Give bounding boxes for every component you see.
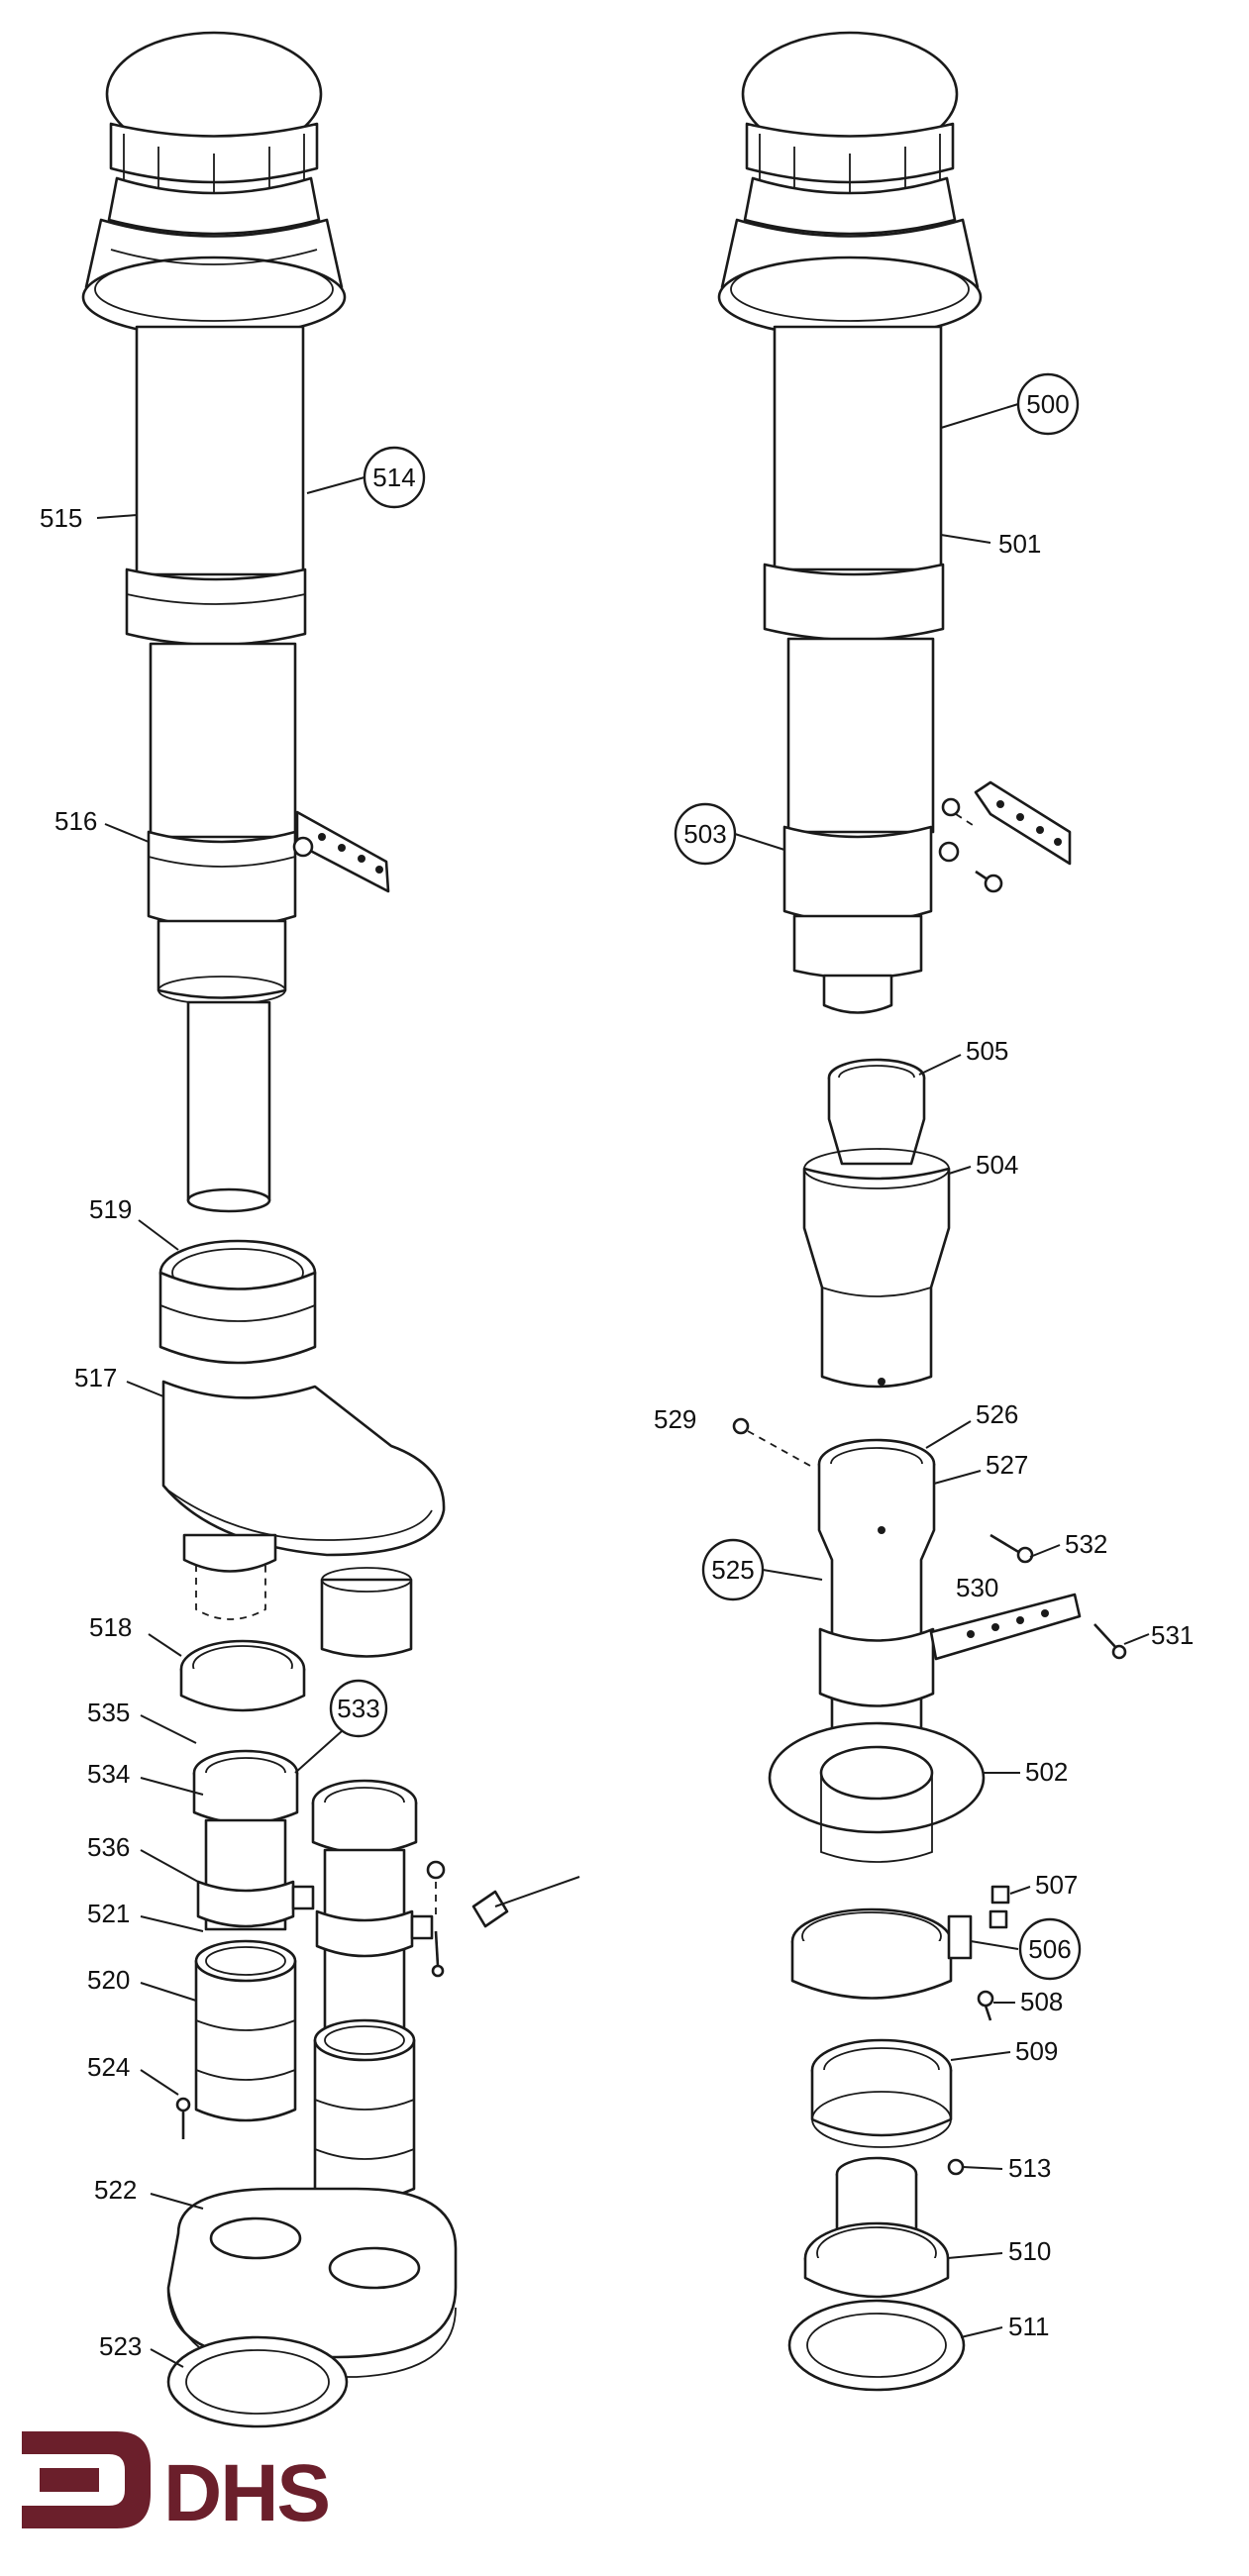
callout-circle-525 [701,1538,765,1601]
twin-pipe-adaptor-left [158,1239,446,1658]
label-536: 536 [87,1832,130,1862]
seal-band-509 [810,2038,953,2148]
reducer-504-505 [802,1058,951,1389]
callout-circle-500 [1016,372,1080,436]
label-531: 531 [1151,1620,1194,1650]
label-508: 508 [1020,1987,1063,2016]
label-535: 535 [87,1698,130,1727]
dhs-logo-text: DHS [163,2448,329,2538]
label-502: 502 [1025,1757,1068,1787]
label-509: 509 [1015,2036,1058,2066]
left-flue-terminal-assembly [81,31,580,2428]
fixings-left [175,1860,580,2139]
seal-ring-518 [179,1639,306,1712]
gasket-511 [787,2299,966,2392]
label-503: 503 [683,819,726,849]
label-519: 519 [89,1194,132,1224]
fixings-right [732,1417,1127,1660]
label-521: 521 [87,1899,130,1928]
label-525: 525 [711,1555,754,1585]
label-534: 534 [87,1759,130,1789]
part-labels: 514 515 516 519 517 518 533 535 534 536 … [40,372,1194,2368]
label-517: 517 [74,1363,117,1392]
label-533: 533 [337,1694,379,1723]
clamp-ring-506 [790,1885,1010,2021]
outer-tube-left [125,325,390,1213]
callout-circle-506 [1018,1917,1082,1981]
base-plate-left [166,2187,458,2428]
label-527: 527 [986,1450,1028,1480]
label-513: 513 [1008,2153,1051,2183]
label-526: 526 [976,1399,1018,1429]
pipe-pair-533 [192,1749,434,2202]
label-523: 523 [99,2331,142,2361]
dhs-logo: DHS [22,2431,331,2538]
label-532: 532 [1065,1529,1107,1559]
label-511: 511 [1008,2312,1049,2341]
label-500: 500 [1026,389,1069,419]
label-506: 506 [1028,1934,1071,1964]
wall-plate-502 [768,1721,986,1863]
callout-circle-533 [329,1679,388,1738]
label-501: 501 [998,529,1041,559]
label-515: 515 [40,503,82,533]
label-522: 522 [94,2175,137,2205]
vertical-pipe-525 [817,1438,1082,1792]
right-flue-terminal-assembly [717,31,1127,2392]
label-530: 530 [956,1573,998,1602]
label-520: 520 [87,1965,130,1995]
label-524: 524 [87,2052,130,2082]
label-518: 518 [89,1612,132,1642]
label-510: 510 [1008,2236,1051,2266]
label-514: 514 [372,463,415,492]
roof-socket-510 [803,2156,965,2299]
outer-tube-right [763,325,1072,1014]
label-505: 505 [966,1036,1008,1066]
dhs-logo-arrow-icon [22,2431,151,2528]
terminal-cap-left [81,31,347,339]
label-504: 504 [976,1150,1018,1180]
callout-circle-503 [674,802,737,866]
terminal-cap-right [717,31,983,339]
callout-circle-514 [363,446,426,509]
label-516: 516 [54,806,97,836]
label-529: 529 [654,1404,696,1434]
label-507: 507 [1035,1870,1078,1900]
